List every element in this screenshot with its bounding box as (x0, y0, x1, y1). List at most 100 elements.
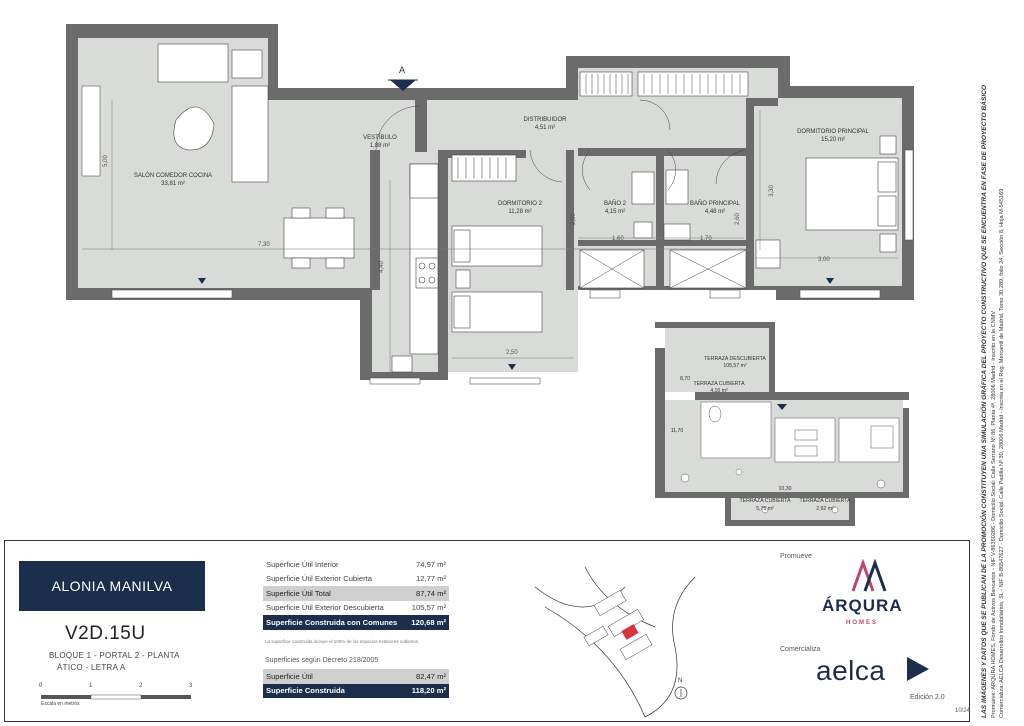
window (799, 289, 881, 299)
promoter-legal-line: Promueve: ARQURA HOMES, Fondo de Activos… (991, 310, 997, 718)
surface-value: 120,68 m² (406, 615, 449, 630)
chair (325, 207, 345, 219)
mini-plant (831, 506, 839, 514)
mini-wall (655, 322, 775, 328)
wardrobe (579, 71, 633, 97)
mini-label-area: 105,57 m² (723, 363, 747, 369)
door-swing (667, 149, 676, 191)
wall (578, 240, 748, 246)
room-label: BAÑO 2 4,15 m² (592, 200, 638, 216)
surface-label: Superficie Útil Exterior Descubierta (266, 603, 384, 613)
room-name: SALÓN COMEDOR COCINA (133, 173, 213, 179)
surfaces-note: La superficie construida incluye el 100%… (265, 639, 420, 644)
scale-tick: 2 (139, 683, 143, 689)
sink (391, 355, 413, 373)
mini-dim: 11,70 (671, 428, 684, 434)
room-name: DORMITORIO 2 (498, 201, 542, 207)
view-marker-icon (198, 278, 206, 284)
disclaimer-text: LAS IMÁGENES Y DATOS QUE SE PUBLICAN DE … (981, 84, 988, 718)
wall (624, 150, 660, 156)
mini-label: TERRAZA CUBIERTA (739, 498, 791, 504)
arqura-logo-icon (851, 559, 887, 592)
dimension-label: 2,60 (570, 213, 577, 225)
edition-label: Edición 2.0 (910, 694, 945, 701)
mini-wall (903, 408, 909, 498)
room-label: BAÑO PRINCIPAL 4,48 m² (680, 200, 750, 216)
surface-row: Superficie Útil Exterior Descubierta 105,… (263, 601, 449, 616)
scale-bar (41, 694, 191, 700)
mini-label: TERRAZA CUBIERTA (799, 498, 851, 504)
room-label: VESTÍBULO 1,88 m² (350, 134, 410, 150)
mini-terrace (731, 498, 849, 520)
toilet (663, 223, 691, 241)
section-marker-icon (390, 80, 416, 91)
promoter-name: ÁRQURA (822, 596, 903, 615)
room-area: 4,15 m² (604, 209, 626, 215)
marketer-legal-line: Comercializa: AELCA Desarrollos Inmobili… (999, 188, 1005, 718)
view-marker-icon (826, 278, 834, 284)
surface-value: 82,47 m² (389, 669, 449, 684)
mini-label: TERRAZA DESCUBIERTA (704, 356, 766, 362)
mini-table (708, 405, 722, 423)
mini-plant (761, 506, 769, 514)
building (619, 633, 653, 661)
sofa (231, 85, 269, 183)
mini-wall (655, 492, 909, 498)
mini-plant (735, 468, 743, 476)
project-name: ALONIA MANILVA (19, 561, 205, 611)
compass-icon (674, 686, 688, 700)
wall (438, 150, 448, 380)
view-marker-icon (508, 364, 516, 370)
room-label: DORMITORIO PRINCIPAL 15,20 m² (788, 128, 878, 144)
mini-terrace (697, 464, 903, 492)
mini-label-area: 4,10 m² (710, 388, 728, 394)
mini-label-area: 5,75 m² (756, 506, 774, 512)
dimension-label: 3,30 (768, 185, 775, 197)
hob (415, 257, 439, 289)
surface-label: Superficie Útil Interior (266, 559, 339, 569)
room-area: 15,20 m² (821, 137, 845, 143)
pillow (877, 161, 897, 193)
aelca-logo-icon (907, 657, 929, 681)
room-area: 4,51 m² (534, 125, 556, 131)
promueve-label: Promueve (780, 553, 812, 560)
nightstand (879, 233, 897, 253)
surface-label: Superficie Construida con Comunes (263, 615, 407, 630)
floor-plan (66, 24, 914, 385)
mini-label: TERRAZA CUBIERTA (693, 381, 745, 387)
room-name: DORMITORIO PRINCIPAL (797, 129, 869, 135)
surface-value: 87,74 m² (406, 586, 449, 601)
window (369, 377, 421, 385)
mini-bed (870, 425, 894, 449)
floor-area (78, 38, 902, 372)
wall (746, 98, 754, 288)
page-number: 10/24 (955, 708, 971, 714)
wardrobe (451, 154, 517, 182)
mini-wall (655, 348, 665, 498)
unit-location-highlight (621, 624, 639, 640)
road (544, 606, 646, 718)
mini-wall (769, 322, 775, 392)
dining-table (283, 217, 355, 259)
mini-bed (794, 445, 818, 457)
surface-value: 105,57 m² (411, 603, 446, 613)
room-name: VESTÍBULO (363, 135, 397, 141)
window (81, 85, 101, 177)
chair (325, 257, 345, 269)
door-swing (639, 99, 671, 131)
marketer-name: aelca (816, 655, 886, 686)
hob-ring (418, 262, 426, 270)
room-label: DISTRIBUIDOR 4,51 m² (510, 116, 580, 132)
room-area: 11,28 m² (508, 209, 532, 215)
wall (566, 150, 574, 290)
scale-caption: Escala en metros (41, 701, 80, 707)
surface-label: Superficie Útil Exterior Cubierta (266, 574, 372, 584)
vanity (665, 169, 689, 205)
door-swing (375, 105, 421, 151)
surface-value: 12,77 m² (416, 574, 446, 584)
